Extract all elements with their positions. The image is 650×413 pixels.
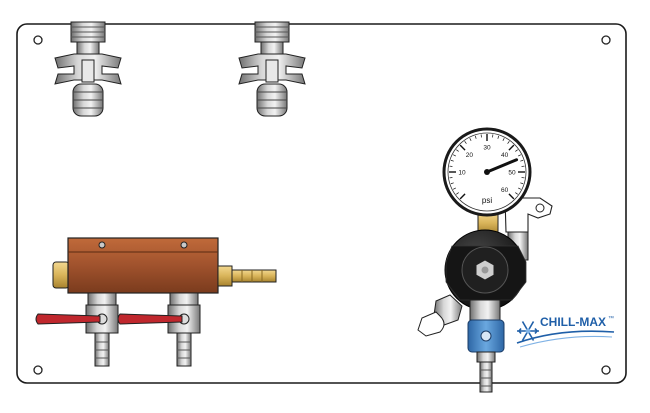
gauge-needle <box>485 158 519 174</box>
inlet-nut <box>417 294 463 337</box>
snowflake-logo-icon <box>517 321 539 341</box>
chill-max-logo: CHILL-MAX ™ <box>516 315 615 348</box>
mount-hole <box>601 365 611 375</box>
logo-text: CHILL-MAX <box>540 315 606 329</box>
gauge-tick <box>508 144 515 151</box>
gauge-tick <box>464 141 467 144</box>
gauge-tick <box>452 187 456 190</box>
tap-coupler-icon <box>54 21 122 117</box>
gauge-scale-label: 60 <box>501 187 509 194</box>
gauge-scale-label: 40 <box>501 152 509 159</box>
gauge-tick <box>507 141 510 144</box>
gauge-scale-label: 50 <box>508 170 516 177</box>
manifold-screw <box>180 241 188 249</box>
gauge-tick <box>459 144 466 151</box>
pressure-gauge-icon: 10 20 30 40 50 60 psi <box>442 127 532 217</box>
mount-hole <box>33 365 43 375</box>
logo-trademark: ™ <box>608 315 614 322</box>
shutoff-valve <box>117 292 201 367</box>
gauge-tick <box>456 192 459 195</box>
logo-swoosh <box>516 330 615 344</box>
gauge-tick <box>469 137 472 141</box>
gauge-tick <box>515 192 518 195</box>
gauge-tick <box>450 182 454 185</box>
gauge-tick <box>502 137 505 141</box>
regulator-icon <box>417 229 527 337</box>
gauge-tick <box>518 187 522 190</box>
shutoff-valve <box>35 292 119 367</box>
inlet-cap <box>52 261 70 289</box>
mount-hole <box>601 35 611 45</box>
gas-manifold <box>52 237 277 294</box>
gauge-tick <box>459 193 466 200</box>
gauge-tick <box>515 149 518 152</box>
gauge-tick <box>520 182 524 185</box>
barb-fitting <box>217 265 277 287</box>
gauge-tick <box>518 154 522 157</box>
gauge-unit: psi <box>482 196 492 205</box>
gauge-scale-label: 20 <box>466 152 474 159</box>
mount-hole <box>33 35 43 45</box>
gauge-scale-label: 30 <box>483 145 491 152</box>
gauge-tick <box>452 154 456 157</box>
shutoff-valve-icon <box>467 319 505 393</box>
gauge-tick <box>520 159 524 162</box>
gauge-tick <box>508 193 515 200</box>
gauge-scale-label: 10 <box>458 170 466 177</box>
gauge-tick <box>450 159 454 162</box>
manifold-screw <box>98 241 106 249</box>
regulator-assembly: 10 20 30 40 50 60 psi <box>417 127 553 393</box>
gauge-tick <box>474 135 477 139</box>
tap-coupler-icon <box>238 21 306 117</box>
manifold-body <box>67 237 219 294</box>
gauge-tick <box>497 135 500 139</box>
gauge-tick <box>456 149 459 152</box>
